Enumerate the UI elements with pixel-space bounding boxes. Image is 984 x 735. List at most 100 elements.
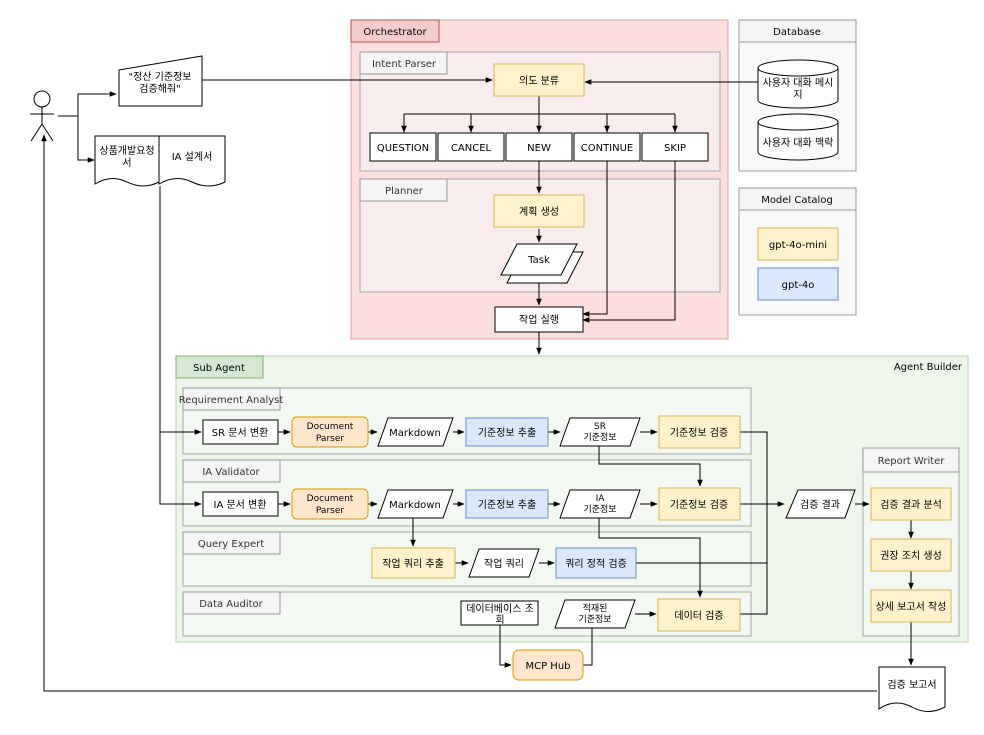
intent-parser-title: Intent Parser xyxy=(372,59,437,70)
intent-cancel-node xyxy=(437,132,505,162)
data-validate-label: 데이터 검증 xyxy=(674,610,723,622)
query-label: 작업 쿼리 xyxy=(484,557,524,570)
requirement-analyst-label-box xyxy=(182,387,281,411)
ia-parser-node xyxy=(291,488,369,520)
sr-result-line-1: SR xyxy=(594,422,606,432)
product-doc-line-2: 서 xyxy=(122,157,131,169)
db-lookup-line-1: 데이터베이스 조 xyxy=(466,603,534,615)
planner-title: Planner xyxy=(385,186,424,197)
edge-data-merge xyxy=(740,563,768,615)
final-report-doc xyxy=(878,666,946,712)
sub-agent-title: Sub Agent xyxy=(193,363,245,374)
plan-create-label: 계획 생성 xyxy=(519,206,559,218)
data-auditor-label-box xyxy=(182,591,281,615)
edge-doc-to-ia xyxy=(159,186,202,507)
report-step-recommend xyxy=(870,538,952,572)
intent-question-node xyxy=(369,132,437,162)
edge-mcp-to-loaded xyxy=(583,619,595,666)
orchestrator-label-box xyxy=(350,19,440,43)
db-context-cylinder: 사용자 대화 맥락 xyxy=(757,113,839,161)
sr-parser-node xyxy=(291,416,369,448)
execute-label: 작업 실행 xyxy=(519,313,559,326)
sr-result-node xyxy=(559,417,641,447)
loaded-line-2: 기준정보 xyxy=(578,614,611,625)
sr-markdown-node xyxy=(377,417,454,447)
report-step-detail xyxy=(870,589,952,623)
ia-validator-title: IA Validator xyxy=(202,467,260,478)
ia-extract-label: 기준정보 추출 xyxy=(478,499,536,511)
db-lookup-node xyxy=(460,600,539,626)
intent-new-node xyxy=(505,132,573,162)
report-step-analyze-label: 검증 결과 분석 xyxy=(880,499,942,511)
orchestrator-title: Orchestrator xyxy=(363,27,427,38)
ia-validate-node xyxy=(658,487,741,521)
intent-continue-node xyxy=(573,132,641,162)
request-input-shape xyxy=(118,55,203,107)
report-step-recommend-label: 권장 조치 생성 xyxy=(880,550,942,562)
intent-skip-label: SKIP xyxy=(664,143,686,154)
user-actor-icon xyxy=(30,90,54,142)
sr-parser-line-2: Parser xyxy=(316,434,344,444)
model-gpt4o xyxy=(757,267,839,301)
db-messages-line-2: 지 xyxy=(793,89,802,101)
model-catalog-title: Model Catalog xyxy=(761,195,833,206)
execute-node xyxy=(494,306,584,333)
final-report-label: 검증 보고서 xyxy=(887,679,936,691)
report-writer-title: Report Writer xyxy=(878,456,946,467)
requirement-analyst-title: Requirement Analyst xyxy=(179,395,284,406)
loaded-line-1: 적재된 xyxy=(583,602,608,614)
request-line-1: "정산 기준정보 xyxy=(129,71,192,83)
ia-convert-label: IA 문서 변환 xyxy=(214,499,267,511)
ia-validator-label-box xyxy=(182,459,281,483)
edge-db-to-mcp xyxy=(499,625,512,668)
db-context-label: 사용자 대화 맥락 xyxy=(763,137,834,149)
report-step-analyze xyxy=(870,487,952,521)
task-label: Task xyxy=(527,255,550,266)
query-node xyxy=(468,548,540,578)
ia-markdown-label: Markdown xyxy=(389,500,441,511)
ia-extract-node xyxy=(465,489,549,519)
model-gpt4o-mini xyxy=(757,227,839,261)
query-validate-node xyxy=(555,547,637,579)
sr-result-line-2: 기준정보 xyxy=(583,432,616,443)
report-step-detail-label: 상세 보고서 작성 xyxy=(876,601,947,613)
model-catalog-label-box xyxy=(738,187,857,211)
ia-design-doc xyxy=(158,135,226,187)
report-writer-label-box xyxy=(862,447,960,473)
verify-result-label: 검증 결과 xyxy=(800,499,840,511)
sr-convert-label: SR 문서 변환 xyxy=(212,427,268,439)
intent-question-label: QUESTION xyxy=(377,143,429,154)
edge-skip-to-execute xyxy=(582,161,676,323)
db-messages-line-1: 사용자 대화 메시 xyxy=(763,77,834,89)
intent-parser-label-box xyxy=(359,51,448,75)
loaded-node xyxy=(554,599,636,629)
mcp-hub-node xyxy=(512,649,584,681)
product-request-doc xyxy=(94,135,160,187)
query-extract-node xyxy=(371,547,456,579)
intent-continue-label: CONTINUE xyxy=(581,143,634,154)
edge-actor-to-request xyxy=(58,91,117,117)
plan-create-node xyxy=(493,194,585,228)
ia-result-line-1: IA xyxy=(596,494,606,504)
database-title: Database xyxy=(773,27,821,38)
edge-sr-to-ia-validate xyxy=(598,446,703,487)
ia-convert-node xyxy=(202,491,279,517)
model-gpt4o-mini-label: gpt-4o-mini xyxy=(769,240,827,251)
db-lookup-line-2: 회 xyxy=(495,614,504,626)
task-shape xyxy=(500,243,578,276)
data-validate-node xyxy=(657,598,741,632)
planner-label-box xyxy=(359,178,448,202)
intent-classify-label: 의도 분류 xyxy=(519,75,559,87)
sr-validate-node xyxy=(658,415,741,449)
query-extract-label: 작업 쿼리 추출 xyxy=(382,557,444,570)
sr-convert-node xyxy=(202,419,279,445)
sr-extract-label: 기준정보 추출 xyxy=(478,427,536,439)
sr-parser-line-1: Document xyxy=(307,422,354,432)
sr-extract-node xyxy=(465,417,549,447)
edge-report-to-user xyxy=(41,134,877,692)
intent-cancel-label: CANCEL xyxy=(451,143,492,154)
ia-markdown-node xyxy=(377,489,454,519)
product-doc-line-1: 상품개발요청 xyxy=(99,145,154,157)
query-expert-label-box xyxy=(182,531,281,555)
